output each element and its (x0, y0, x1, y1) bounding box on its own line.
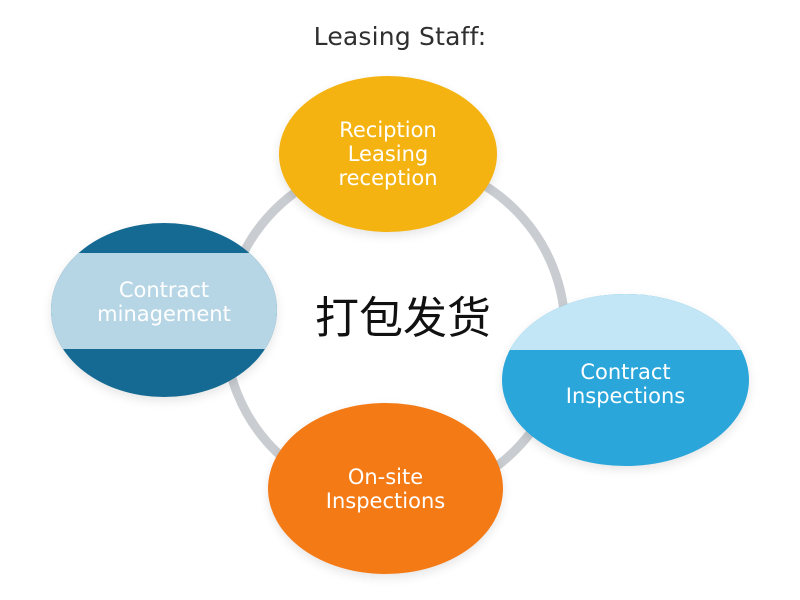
node-contract-management: Contract minagement (51, 223, 277, 397)
node-onsite-inspections-label: On-site Inspections (325, 464, 446, 513)
node-onsite-inspections: On-site Inspections (268, 403, 503, 574)
node-contract-management-band (51, 253, 277, 349)
center-label: 打包发货 (315, 293, 491, 344)
node-contract-management-label: Contract minagement (97, 278, 231, 326)
node-reception-label: Reciption Leasing reception (338, 118, 438, 190)
diagram-title: Leasing Staff: (313, 22, 487, 51)
node-contract-inspections-band (502, 294, 749, 350)
node-contract-inspections-label: Contract Inspections (565, 360, 686, 408)
node-contract-inspections: Contract Inspections (502, 294, 749, 466)
node-reception: Reciption Leasing reception (279, 76, 497, 232)
